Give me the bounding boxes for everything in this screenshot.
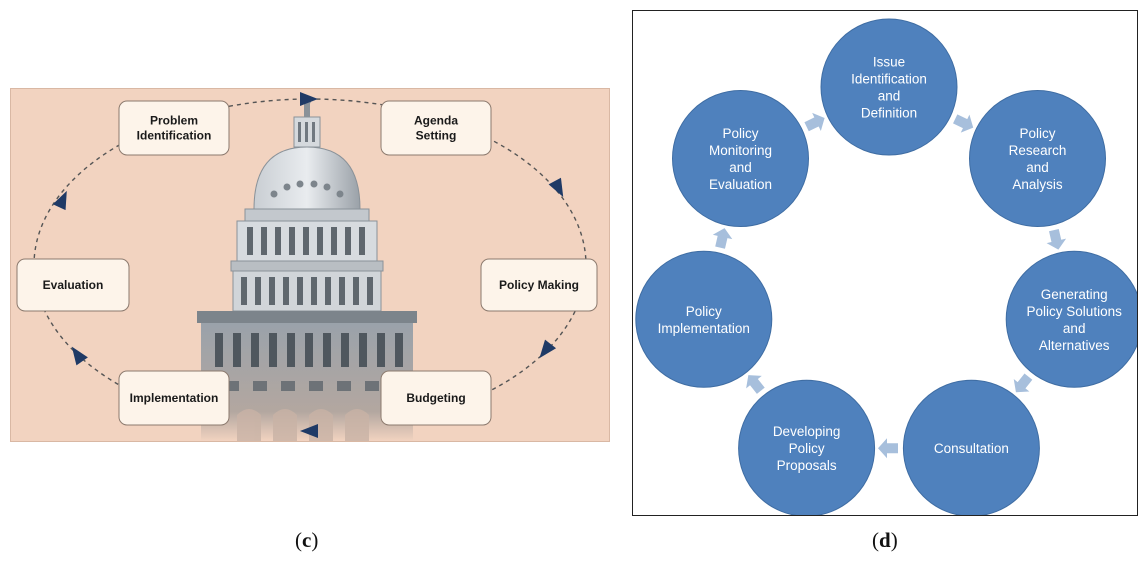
cycle-arrowhead-3 <box>539 339 557 359</box>
stage-box-evaluation: Evaluation <box>16 258 130 312</box>
stage-label-issue: Issue <box>873 55 905 70</box>
stage-label-solutions: Generating <box>1041 287 1108 302</box>
stage-label-implementation: Policy <box>686 304 722 319</box>
stage-label-monitoring: and <box>729 160 752 175</box>
stage-box-budgeting: Budgeting <box>380 370 492 426</box>
stage-label-agenda: Agenda <box>414 114 458 128</box>
caption-d: (d) <box>872 528 898 552</box>
stage-label-proposals: Policy <box>789 441 825 456</box>
stage-label-solutions: Alternatives <box>1039 338 1110 353</box>
flow-arrow-5 <box>746 375 765 394</box>
cycle-arrowhead-2 <box>548 177 564 197</box>
stage-label-agenda: Setting <box>416 129 457 143</box>
flow-arrow-3 <box>1013 373 1033 393</box>
stage-label-research: and <box>1026 160 1049 175</box>
stage-label-problem: Identification <box>137 129 212 143</box>
stage-label-consultation: Consultation <box>934 441 1009 456</box>
stage-label-implementation: Implementation <box>130 391 219 405</box>
stage-label-monitoring: Policy <box>722 126 758 141</box>
stage-label-solutions: Policy Solutions <box>1027 304 1123 319</box>
stage-label-proposals: Proposals <box>777 458 837 473</box>
stage-label-evaluation: Evaluation <box>43 278 104 292</box>
flow-arrow-4 <box>878 438 898 459</box>
flow-arrow-1 <box>953 114 974 133</box>
stage-label-monitoring: Monitoring <box>709 143 772 158</box>
stage-label-research: Research <box>1009 143 1067 158</box>
stage-label-issue: and <box>878 89 901 104</box>
policy-cycle-diagram-d: IssueIdentificationandDefinitionPolicyRe… <box>635 18 1137 515</box>
stage-label-monitoring: Evaluation <box>709 177 772 192</box>
stage-label-research: Analysis <box>1012 177 1063 192</box>
flow-arrow-2 <box>1046 229 1067 250</box>
stage-label-solutions: and <box>1063 321 1086 336</box>
stage-box-policy-making: Policy Making <box>480 258 598 312</box>
stage-circle-consultation: Consultation <box>902 379 1040 515</box>
stage-label-proposals: Developing <box>773 424 841 439</box>
stage-label-budgeting: Budgeting <box>406 391 465 405</box>
capitol-building-illustration <box>197 97 417 441</box>
stage-label-issue: Definition <box>861 106 917 121</box>
stage-label-research: Policy <box>1019 126 1055 141</box>
stage-label-implementation: Implementation <box>658 321 750 336</box>
flow-arrow-7 <box>804 112 825 132</box>
stage-label-problem: Problem <box>150 114 198 128</box>
stage-box-implementation: Implementation <box>118 370 230 426</box>
stage-label-issue: Identification <box>851 72 927 87</box>
cycle-arrowhead-4 <box>300 424 318 438</box>
caption-c: (c) <box>295 528 319 552</box>
cycle-arrowhead-6 <box>52 190 67 211</box>
cycle-arrowhead-1 <box>300 92 318 106</box>
stage-label-policy-making: Policy Making <box>499 278 579 292</box>
cycle-arrowhead-5 <box>71 346 88 366</box>
flow-arrow-6 <box>712 228 733 249</box>
